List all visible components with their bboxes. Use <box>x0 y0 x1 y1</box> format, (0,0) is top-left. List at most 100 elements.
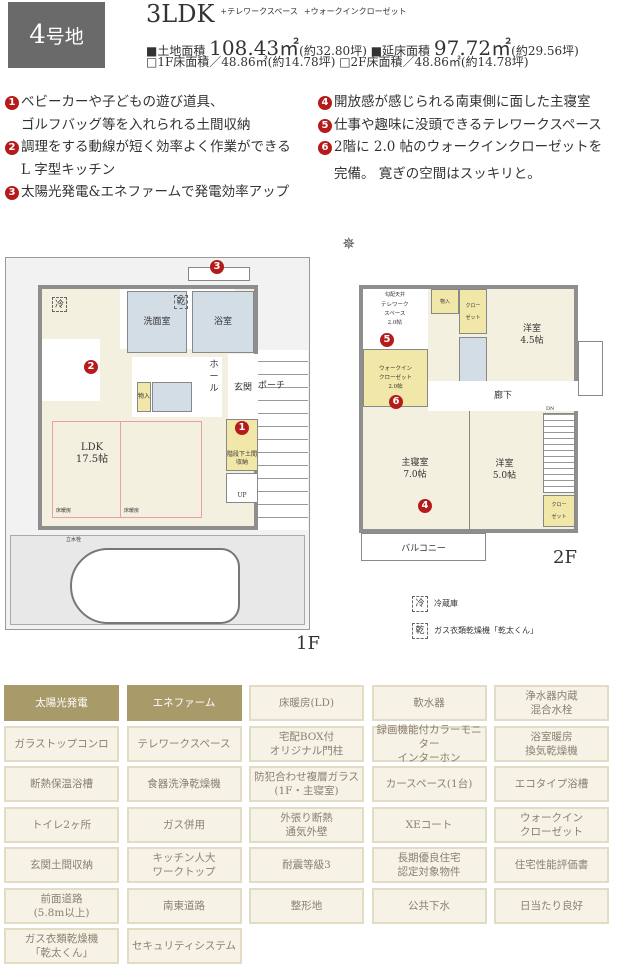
feature-badge: 録画機能付カラーモニター インターホン <box>371 724 487 764</box>
feature-badge: セキュリティシステム <box>126 928 242 964</box>
marker-1: 1 <box>235 421 249 435</box>
marker-5: 5 <box>318 118 332 133</box>
option-wic: +ウォークインクローゼット <box>303 7 407 16</box>
feature-badge: 外張り断熱 通気外壁 <box>249 806 364 843</box>
toilet-2f <box>459 337 487 382</box>
marker-3: 3 <box>5 186 19 200</box>
option-telework: +テレワークスペース <box>220 7 298 16</box>
under-stair-storage: 階段下土間収納 <box>226 419 258 471</box>
feature-badge: XEコート <box>371 806 487 843</box>
closet-1: クロー ゼット <box>459 289 487 334</box>
feature-badge: ガス併用 <box>126 806 242 843</box>
closet-2: クロー ゼット <box>543 495 575 527</box>
feature-badge: ウォークイン クローゼット <box>494 806 609 843</box>
floor1-area: □1F床面積／48.86㎡(約14.78坪) <box>146 55 336 69</box>
marker-6: 6 <box>389 395 403 409</box>
toilet <box>152 382 192 412</box>
lot-number: 4 <box>29 20 46 50</box>
floor1-label: 1F <box>296 633 320 654</box>
floor2-area: □2F床面積／48.86㎡(約14.78坪) <box>339 55 529 69</box>
feature-badge: カースペース(1台) <box>371 766 487 802</box>
feature-badge: 食器洗浄乾燥機 <box>126 766 242 802</box>
approach-paving <box>258 350 308 530</box>
plan-type-text: 3LDK <box>146 0 215 28</box>
feature-badge: キッチン人大 ワークトップ <box>126 847 242 883</box>
feature-badge: エネファーム <box>126 685 242 721</box>
telework-space <box>363 289 428 349</box>
point-text: 開放感が感じられる南東側に面した主寝室 <box>334 94 591 110</box>
floor2-label: 2F <box>553 547 577 568</box>
floor-area-value: 97.72㎡ <box>433 36 512 60</box>
feature-badge: 浄水器内蔵 混合水栓 <box>494 685 609 721</box>
land-area-tsubo: (約32.80坪) <box>299 44 367 58</box>
feature-badge: エコタイプ浴槽 <box>494 766 609 802</box>
feature-badge: 玄関土間収納 <box>4 847 119 883</box>
legend-fridge: 冷冷蔵庫 <box>412 596 458 612</box>
feature-badge: 浴室暖房 換気乾燥機 <box>494 725 609 762</box>
point-text: 調理をする動線が短く効率よく作業ができる <box>21 139 291 155</box>
land-area-value: 108.43㎡ <box>209 36 300 60</box>
feature-badge: 住宅性能評価書 <box>494 847 609 883</box>
balcony-east <box>578 341 603 396</box>
feature-badge: 太陽光発電 <box>4 685 119 721</box>
feature-badge: 断熱保温浴槽 <box>4 766 119 802</box>
master-bedroom: 主寝室 7.0帖 <box>401 458 429 480</box>
feature-badge: 軟水器 <box>371 685 487 721</box>
marker-1: 1 <box>5 96 19 110</box>
plan-type: 3LDK +テレワークスペース +ウォークインクローゼット <box>146 0 407 28</box>
legend-text: ガス衣類乾燥機「乾太くん」 <box>434 626 538 635</box>
feature-badge: 日当たり良好 <box>494 887 609 924</box>
point-text: ベビーカーや子どもの遊び道具、 <box>21 94 224 110</box>
corridor: 廊下 <box>428 381 578 411</box>
ceiling-label: 勾配天井 <box>385 292 406 298</box>
land-area-label: ■土地面積 <box>146 44 206 58</box>
compass-icon: ✵ <box>342 234 356 253</box>
point-text: 2階に 2.0 帖のウォークインクローゼットを <box>334 139 603 155</box>
porch-label: ポーチ <box>258 381 286 391</box>
point-text: 太陽光発電&エネファームで発電効率アップ <box>21 184 290 200</box>
entrance-label: 玄関 <box>233 383 252 393</box>
point-text: 完備。 寛ぎの空間はスッキリと。 <box>334 165 541 182</box>
car-icon <box>70 548 240 624</box>
feature-badge: 公共下水 <box>371 887 487 924</box>
feature-badge: 長期優良住宅 認定対象物件 <box>371 847 487 883</box>
dryer-icon: 乾 <box>174 295 188 309</box>
lot-suffix: 号地 <box>45 25 84 48</box>
floor-heating-zone <box>52 421 202 518</box>
marker-4: 4 <box>318 96 332 110</box>
floor-heating-label: 床暖房 <box>124 508 140 514</box>
western-room-1: 洋室 4.5帖 <box>520 324 544 346</box>
feature-badge: テレワークスペース <box>126 725 242 762</box>
feature-badge: 耐震等級3 <box>249 847 364 883</box>
legend-text: 冷蔵庫 <box>434 599 458 608</box>
floor-area-tsubo: (約29.56坪) <box>511 44 579 58</box>
feature-badge: ガス衣類乾燥機 「乾太くん」 <box>4 928 119 964</box>
stairs: UP <box>226 473 258 503</box>
marker-5: 5 <box>380 333 394 347</box>
dn-label: DN <box>546 406 555 412</box>
legend-dryer: 乾ガス衣類乾燥機「乾太くん」 <box>412 623 538 639</box>
feature-badge: 前面道路 (5.8m以上) <box>4 887 119 924</box>
point-text: ゴルフバッグ等を入れられる土間収納 <box>21 116 251 133</box>
fridge-icon: 冷 <box>412 596 428 612</box>
feature-badge: 床暖房(LD) <box>249 685 364 721</box>
fridge-icon: 冷 <box>52 297 67 312</box>
floor1-plan: 洗面室 浴室 冷 乾 ホール 物入 玄関 階段下土間収納 UP LDK 17.5… <box>38 285 258 530</box>
balcony: バルコニー <box>361 533 486 561</box>
marker-3: 3 <box>210 260 224 274</box>
marker-2: 2 <box>5 141 19 155</box>
telework-label: テレワーク スペース 2.0帖 <box>381 302 409 326</box>
stairs-2f <box>543 413 575 493</box>
point-text: L 字型キッチン <box>21 161 116 178</box>
storage-2f: 物入 <box>431 289 459 314</box>
bathroom: 浴室 <box>192 291 254 353</box>
floor-area-label: ■延床面積 <box>370 44 431 58</box>
